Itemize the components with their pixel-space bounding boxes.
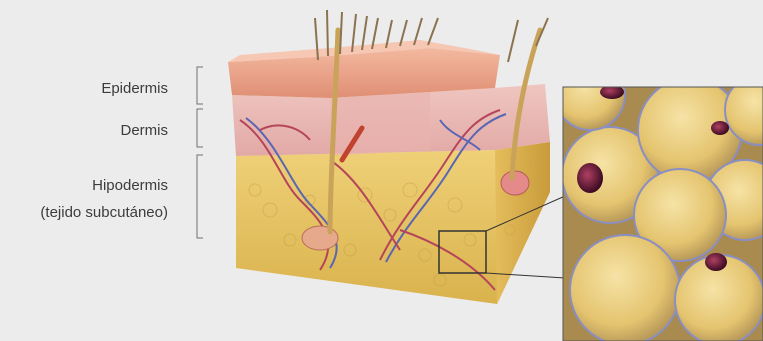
dermis-bracket (197, 109, 203, 147)
hipodermis-sublabel: (tejido subcutáneo) (40, 203, 168, 222)
epidermis-label: Epidermis (101, 79, 168, 98)
hipodermis-label: Hipodermis (92, 176, 168, 195)
sweat-gland (302, 226, 338, 250)
sebaceous-gland (501, 171, 529, 195)
adipocyte-inset (555, 60, 763, 341)
fat-cell (570, 235, 680, 341)
dermis-step (330, 92, 430, 156)
hipodermis-bracket (197, 155, 203, 238)
cell-nucleus (711, 121, 729, 135)
skin-cross-section (228, 10, 550, 304)
cell-nucleus (577, 163, 603, 193)
dermis-label: Dermis (121, 121, 169, 140)
epidermis-bracket (197, 67, 203, 104)
layer-brackets (197, 67, 203, 238)
cell-nucleus (705, 253, 727, 271)
